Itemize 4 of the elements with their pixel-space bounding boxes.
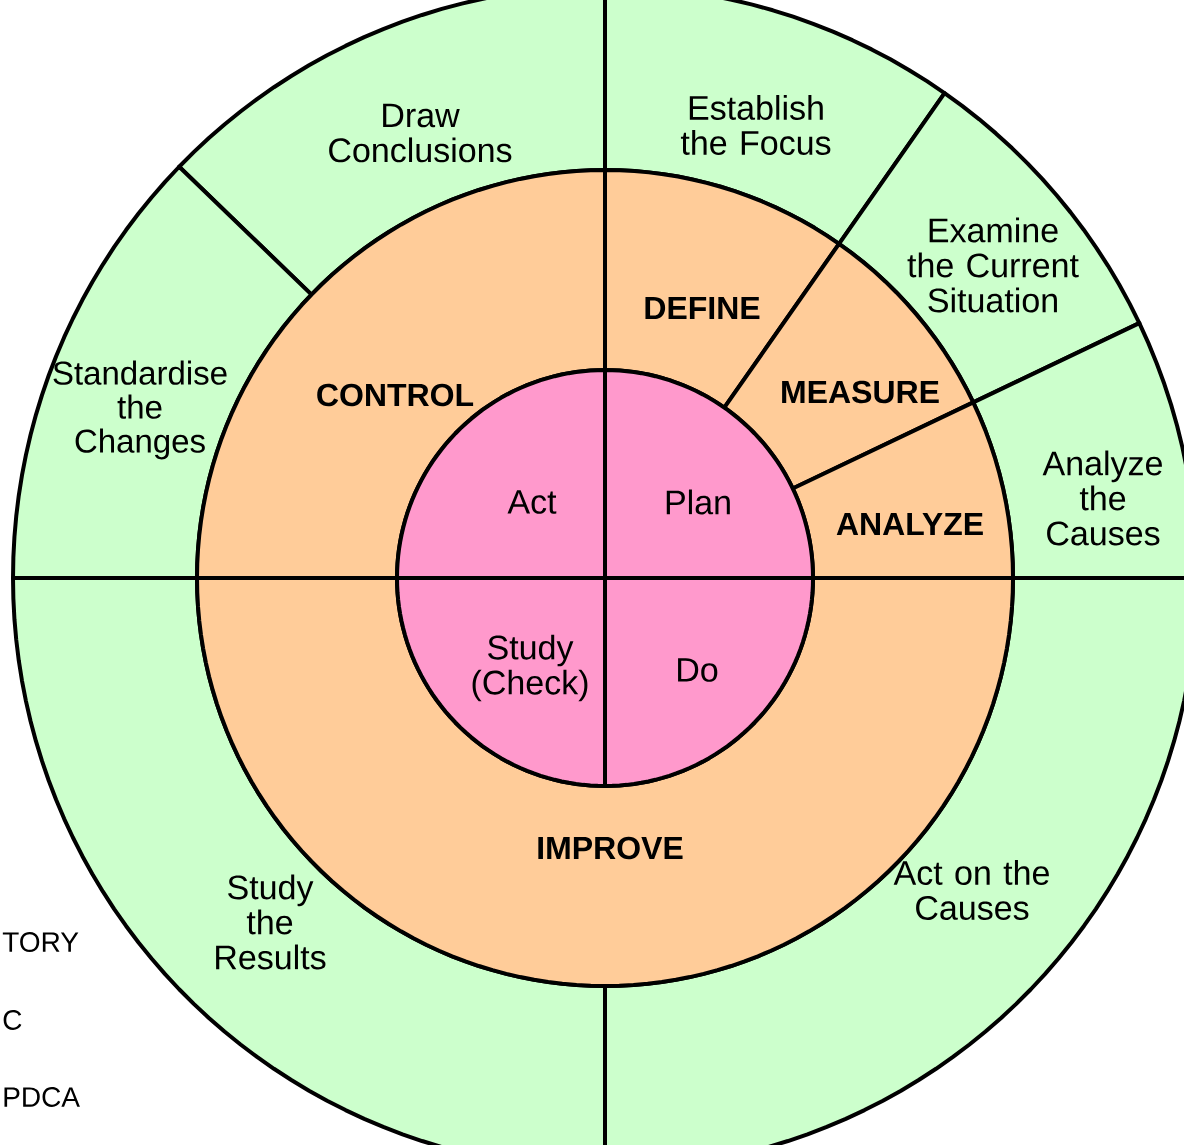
ring-segment: Standardise the Changes — [11, 164, 314, 580]
quadrant: Do — [603, 576, 815, 788]
quadrant: Study (Check) — [395, 576, 607, 788]
node-label: Analyze the Causes — [1042, 450, 1162, 546]
